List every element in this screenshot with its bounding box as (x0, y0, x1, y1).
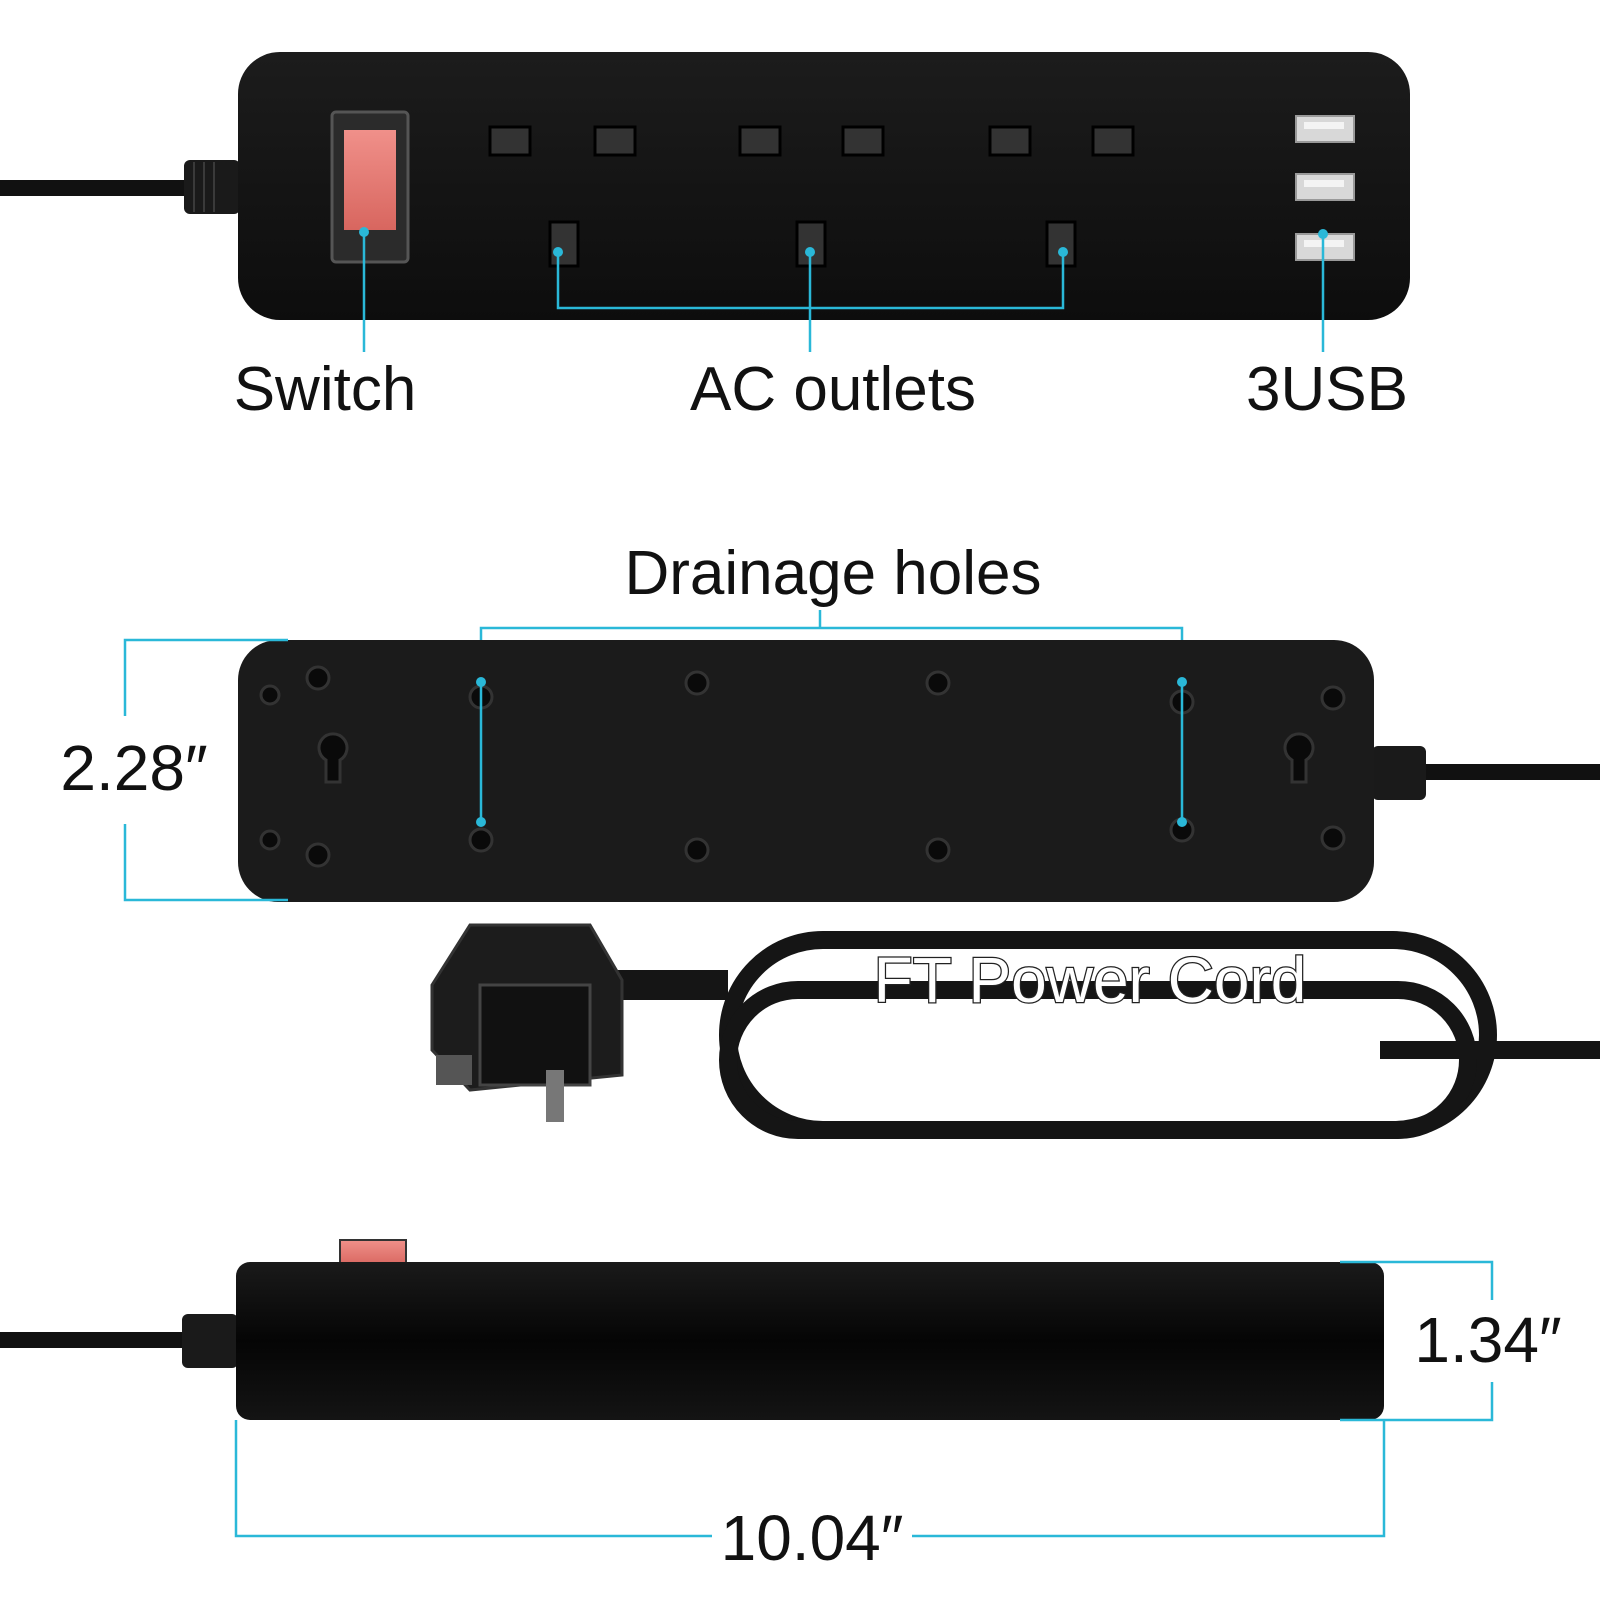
usb-label: 3USB (1246, 355, 1408, 424)
switch-label: Switch (234, 355, 417, 424)
ac-outlets-label: AC outlets (690, 355, 976, 424)
strip-body-top (238, 52, 1410, 320)
top-view: Switch AC outlets 3USB (0, 52, 1410, 424)
keyhole-slot-icon (317, 732, 1315, 784)
drainage-holes-label: Drainage holes (624, 539, 1041, 608)
uk-socket-icon (488, 125, 1135, 268)
side-view: 1.34″ 10.04″ (0, 1239, 1562, 1574)
cable-strain-relief (184, 160, 240, 214)
plug-and-cord: FT Power Cord (430, 923, 1600, 1139)
bottom-view: Drainage holes 2.28″ (60, 539, 1600, 902)
uk-plug-icon (430, 923, 624, 1122)
callout-lines-top (359, 227, 1328, 352)
cable-strain-relief (182, 1314, 238, 1368)
height-dimension: 1.34″ (1414, 1304, 1561, 1376)
cable-strain-relief (1372, 746, 1426, 800)
strip-body-side (236, 1262, 1384, 1420)
rocker-switch-icon (330, 110, 410, 264)
depth-dimension: 2.28″ (60, 732, 207, 804)
coiled-cord (719, 931, 1600, 1139)
power-cord-label: FT Power Cord (874, 944, 1307, 1016)
strip-body-bottom (238, 640, 1374, 902)
length-dimension: 10.04″ (721, 1502, 904, 1574)
